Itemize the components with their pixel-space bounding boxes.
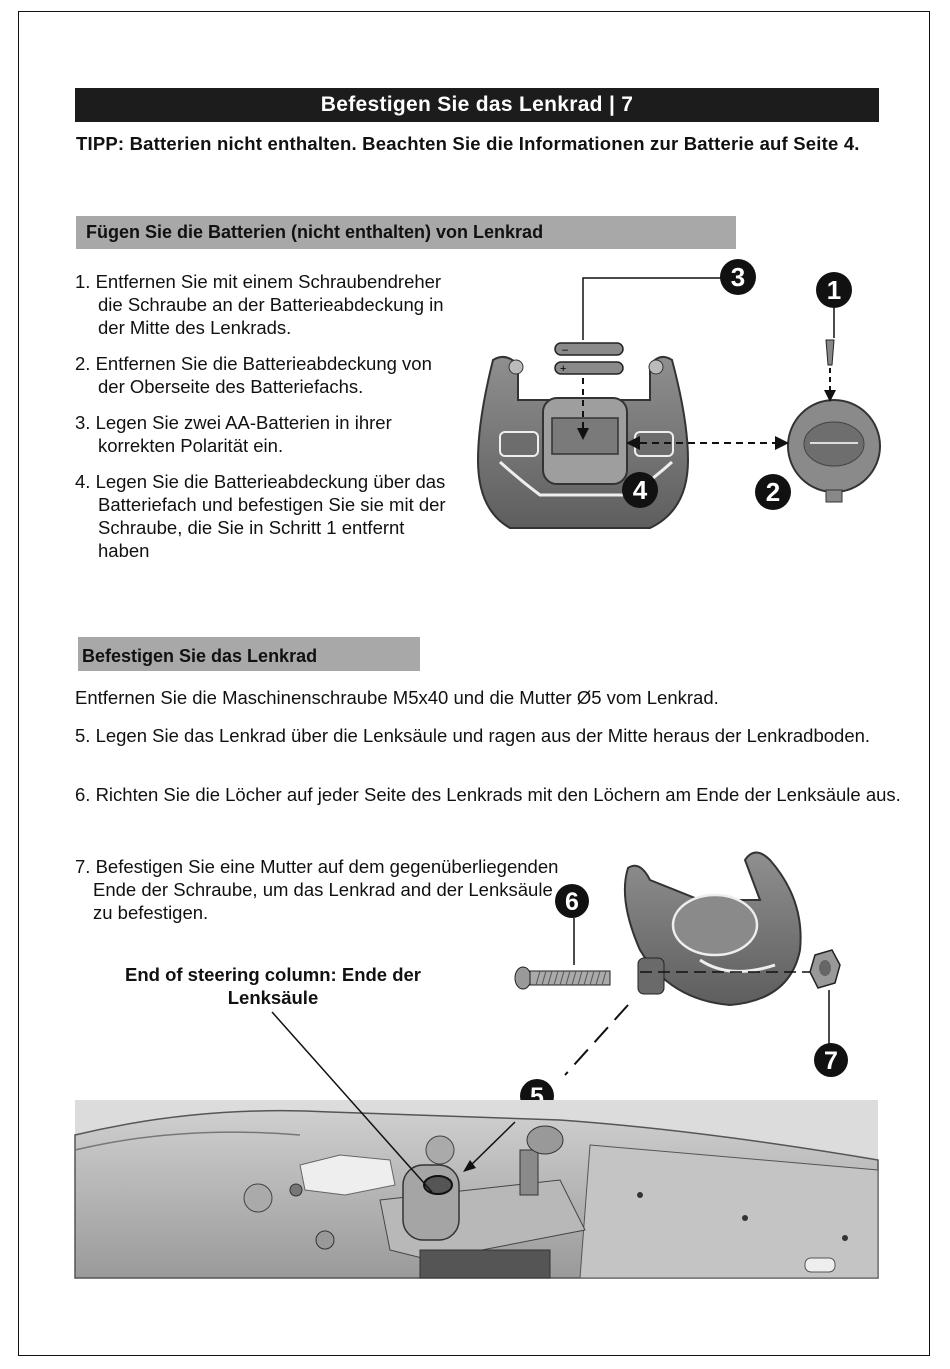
gear-shifter-stem xyxy=(519,1149,539,1196)
bolt-thread-lines xyxy=(535,970,607,986)
dashboard-contour xyxy=(74,1131,301,1151)
page-number: 7 xyxy=(621,93,634,116)
wheel-mount-sleeve xyxy=(637,957,665,995)
dashboard-gauge-left xyxy=(243,1183,273,1213)
door-rivet-3 xyxy=(842,1235,848,1241)
attach-step-5: 5. Legen Sie das Lenkrad über die Lenksä… xyxy=(75,725,871,746)
battery-aa-2 xyxy=(554,361,624,375)
page-border xyxy=(18,11,930,1356)
callout-5-arrow-head xyxy=(463,1160,476,1172)
battery-arrow-head xyxy=(577,428,589,440)
attach-step-7: 7. Befestigen Sie eine Mutter auf dem ge… xyxy=(75,856,559,923)
battery-aa-1 xyxy=(554,342,624,356)
cover-arrow-right-head xyxy=(775,436,789,450)
badge-2: 2 xyxy=(755,474,791,510)
door-rivet-1 xyxy=(637,1192,643,1198)
battery-step-1: 1. Entfernen Sie mit einem Schraubendreh… xyxy=(75,271,444,338)
svg-text:7: 7 xyxy=(824,1047,838,1075)
attach-wheel-trim xyxy=(699,958,776,973)
wheel-left-button xyxy=(499,431,539,457)
steering-column-end xyxy=(423,1175,453,1195)
alignment-dashed-line xyxy=(564,1004,629,1076)
screw-icon xyxy=(825,339,835,366)
steering-wheel-battery-diagram: – + 1 2 3 4 xyxy=(476,259,881,529)
svg-text:6: 6 xyxy=(565,888,579,916)
battery-step-4: 4. Legen Sie die Batterieabdeckung über … xyxy=(75,471,446,561)
battery-2-plus-sign: + xyxy=(560,363,566,375)
title-separator: | xyxy=(602,93,622,116)
wheel-right-horn xyxy=(648,359,664,375)
wheel-trim-line xyxy=(498,460,674,497)
badge-6: 6 xyxy=(555,884,589,918)
battery-1-minus-sign: – xyxy=(562,344,569,356)
steering-column-callout: End of steering column: Ende der Lenksäu… xyxy=(124,964,422,1008)
svg-text:4: 4 xyxy=(633,475,648,505)
cover-arrow-left-head xyxy=(626,436,640,450)
tip-text: TIPP: Batterien nicht enthalten. Beachte… xyxy=(76,133,860,154)
dashboard-gauge-right xyxy=(425,1135,455,1165)
page-title: Befestigen Sie das Lenkrad xyxy=(320,93,603,116)
attach-intro: Entfernen Sie die Maschinenschraube M5x4… xyxy=(75,687,719,708)
car-dashboard-illustration xyxy=(74,1011,879,1279)
page-title-bar: Befestigen Sie das Lenkrad | 7 xyxy=(75,88,879,122)
door-handle xyxy=(804,1257,836,1273)
attach-step-6: 6. Richten Sie die Löcher auf jeder Seit… xyxy=(75,784,901,805)
svg-text:3: 3 xyxy=(731,262,745,292)
wheel-left-horn xyxy=(508,359,524,375)
callout-line-column-end xyxy=(271,1011,433,1193)
battery-steps-list: 1. Entfernen Sie mit einem Schraubendreh… xyxy=(75,270,455,575)
battery-step-2: 2. Entfernen Sie die Batterieabdeckung v… xyxy=(75,353,432,397)
battery-cover-tab xyxy=(825,489,843,503)
badge-1: 1 xyxy=(816,272,852,308)
section-heading-batteries: Fügen Sie die Batterien (nicht enthalten… xyxy=(76,216,736,249)
dashboard-knob-2 xyxy=(315,1230,335,1250)
battery-step-3: 3. Legen Sie zwei AA-Batterien in ihrer … xyxy=(75,412,392,456)
svg-text:2: 2 xyxy=(766,477,780,507)
callout-line-3 xyxy=(582,277,722,340)
attach-wheel-hub xyxy=(671,893,759,957)
gear-shifter-knob xyxy=(526,1125,564,1155)
bolt-head xyxy=(514,966,532,990)
callout-line-5 xyxy=(467,1121,516,1169)
svg-text:1: 1 xyxy=(827,275,841,305)
badge-4: 4 xyxy=(622,472,658,508)
car-door-panel xyxy=(579,1144,879,1279)
nut-hole xyxy=(819,960,831,976)
dashboard-knob-1 xyxy=(289,1183,303,1197)
screw-arrow-head xyxy=(824,390,836,402)
door-rivet-2 xyxy=(742,1215,748,1221)
badge-3: 3 xyxy=(720,259,756,295)
steering-wheel-attach-diagram: 5 6 7 xyxy=(514,851,848,1113)
badge-7: 7 xyxy=(814,1043,848,1077)
console-storage xyxy=(419,1249,551,1279)
dashboard-display xyxy=(299,1154,396,1196)
section-heading-attach: Befestigen Sie das Lenkrad xyxy=(78,637,420,671)
